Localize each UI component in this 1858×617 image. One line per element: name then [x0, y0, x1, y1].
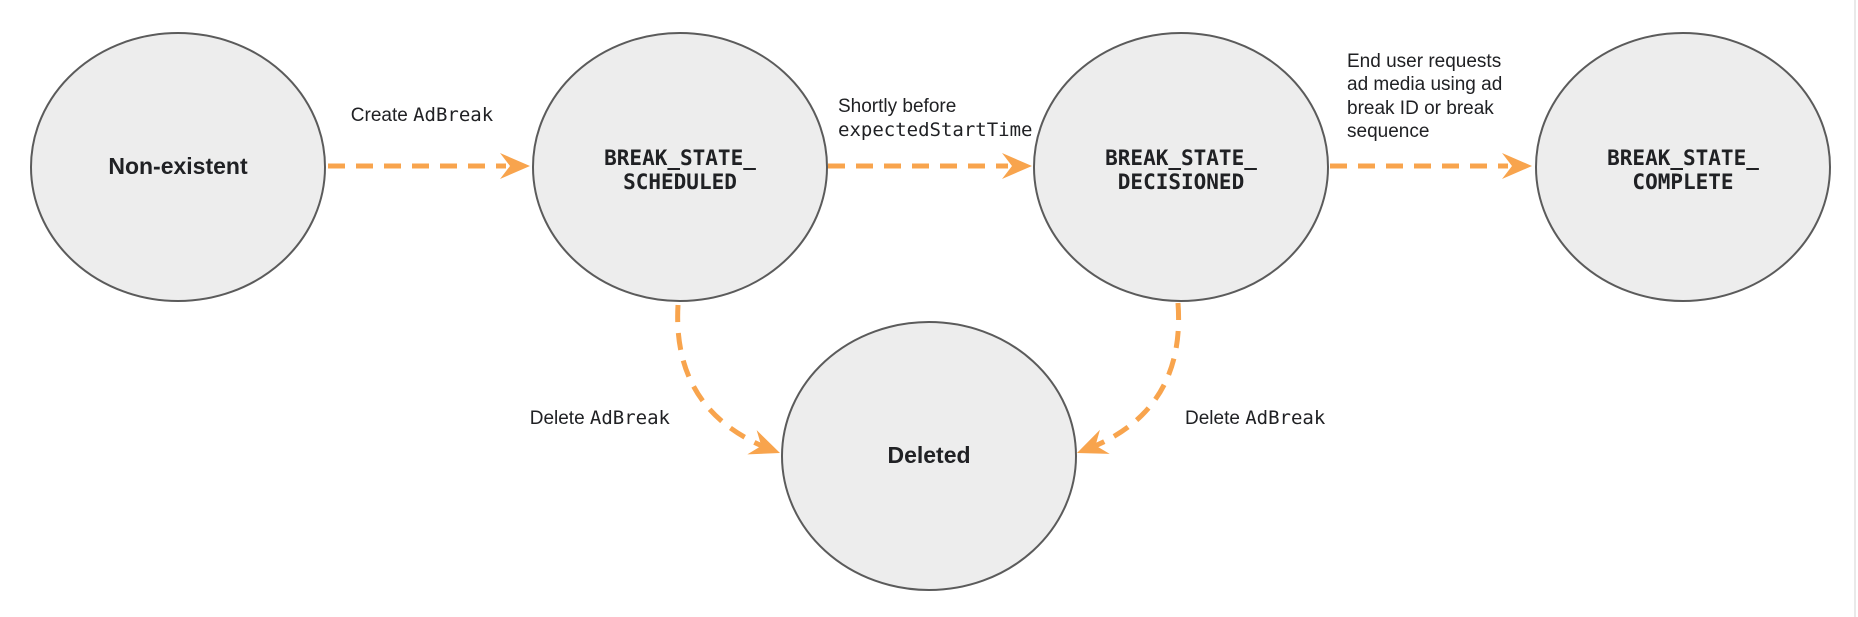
transition-create-adbreak: Create AdBreak — [328, 104, 530, 179]
transition-label: Create AdBreak — [351, 104, 494, 126]
state-node-break-state-complete: BREAK_STATE_COMPLETE — [1535, 32, 1831, 302]
arrowhead-icon — [747, 430, 780, 455]
state-circle — [30, 32, 326, 302]
dashed-arrow-curve — [675, 304, 773, 453]
arrowhead-icon — [1502, 153, 1532, 179]
dashed-arrow-curve — [1084, 302, 1182, 453]
state-label: Deleted — [887, 442, 970, 468]
state-node-break-state-decisioned: BREAK_STATE_DECISIONED — [1033, 32, 1329, 302]
state-node-break-state-scheduled: BREAK_STATE_SCHEDULED — [532, 32, 828, 302]
state-label: BREAK_STATE_COMPLETE — [1607, 146, 1759, 194]
arrowhead-icon — [1002, 153, 1032, 179]
transition-label: Delete AdBreak — [1185, 407, 1326, 429]
state-label: BREAK_STATE_SCHEDULED — [604, 146, 756, 194]
arrowhead-icon — [1077, 429, 1110, 454]
state-label: BREAK_STATE_DECISIONED — [1105, 146, 1257, 194]
state-circle — [781, 321, 1077, 591]
state-circle — [1033, 32, 1329, 302]
transition-label: Delete AdBreak — [530, 407, 671, 429]
state-circle — [1535, 32, 1831, 302]
transition-delete-adbreak-right: Delete AdBreak — [1077, 302, 1326, 454]
state-node-non-existent: Non-existent — [30, 32, 326, 302]
transition-delete-adbreak-left: Delete AdBreak — [530, 304, 780, 455]
state-label: Non-existent — [108, 153, 248, 179]
arrowhead-icon — [500, 153, 530, 179]
state-circle — [532, 32, 828, 302]
state-node-deleted: Deleted — [781, 321, 1077, 591]
